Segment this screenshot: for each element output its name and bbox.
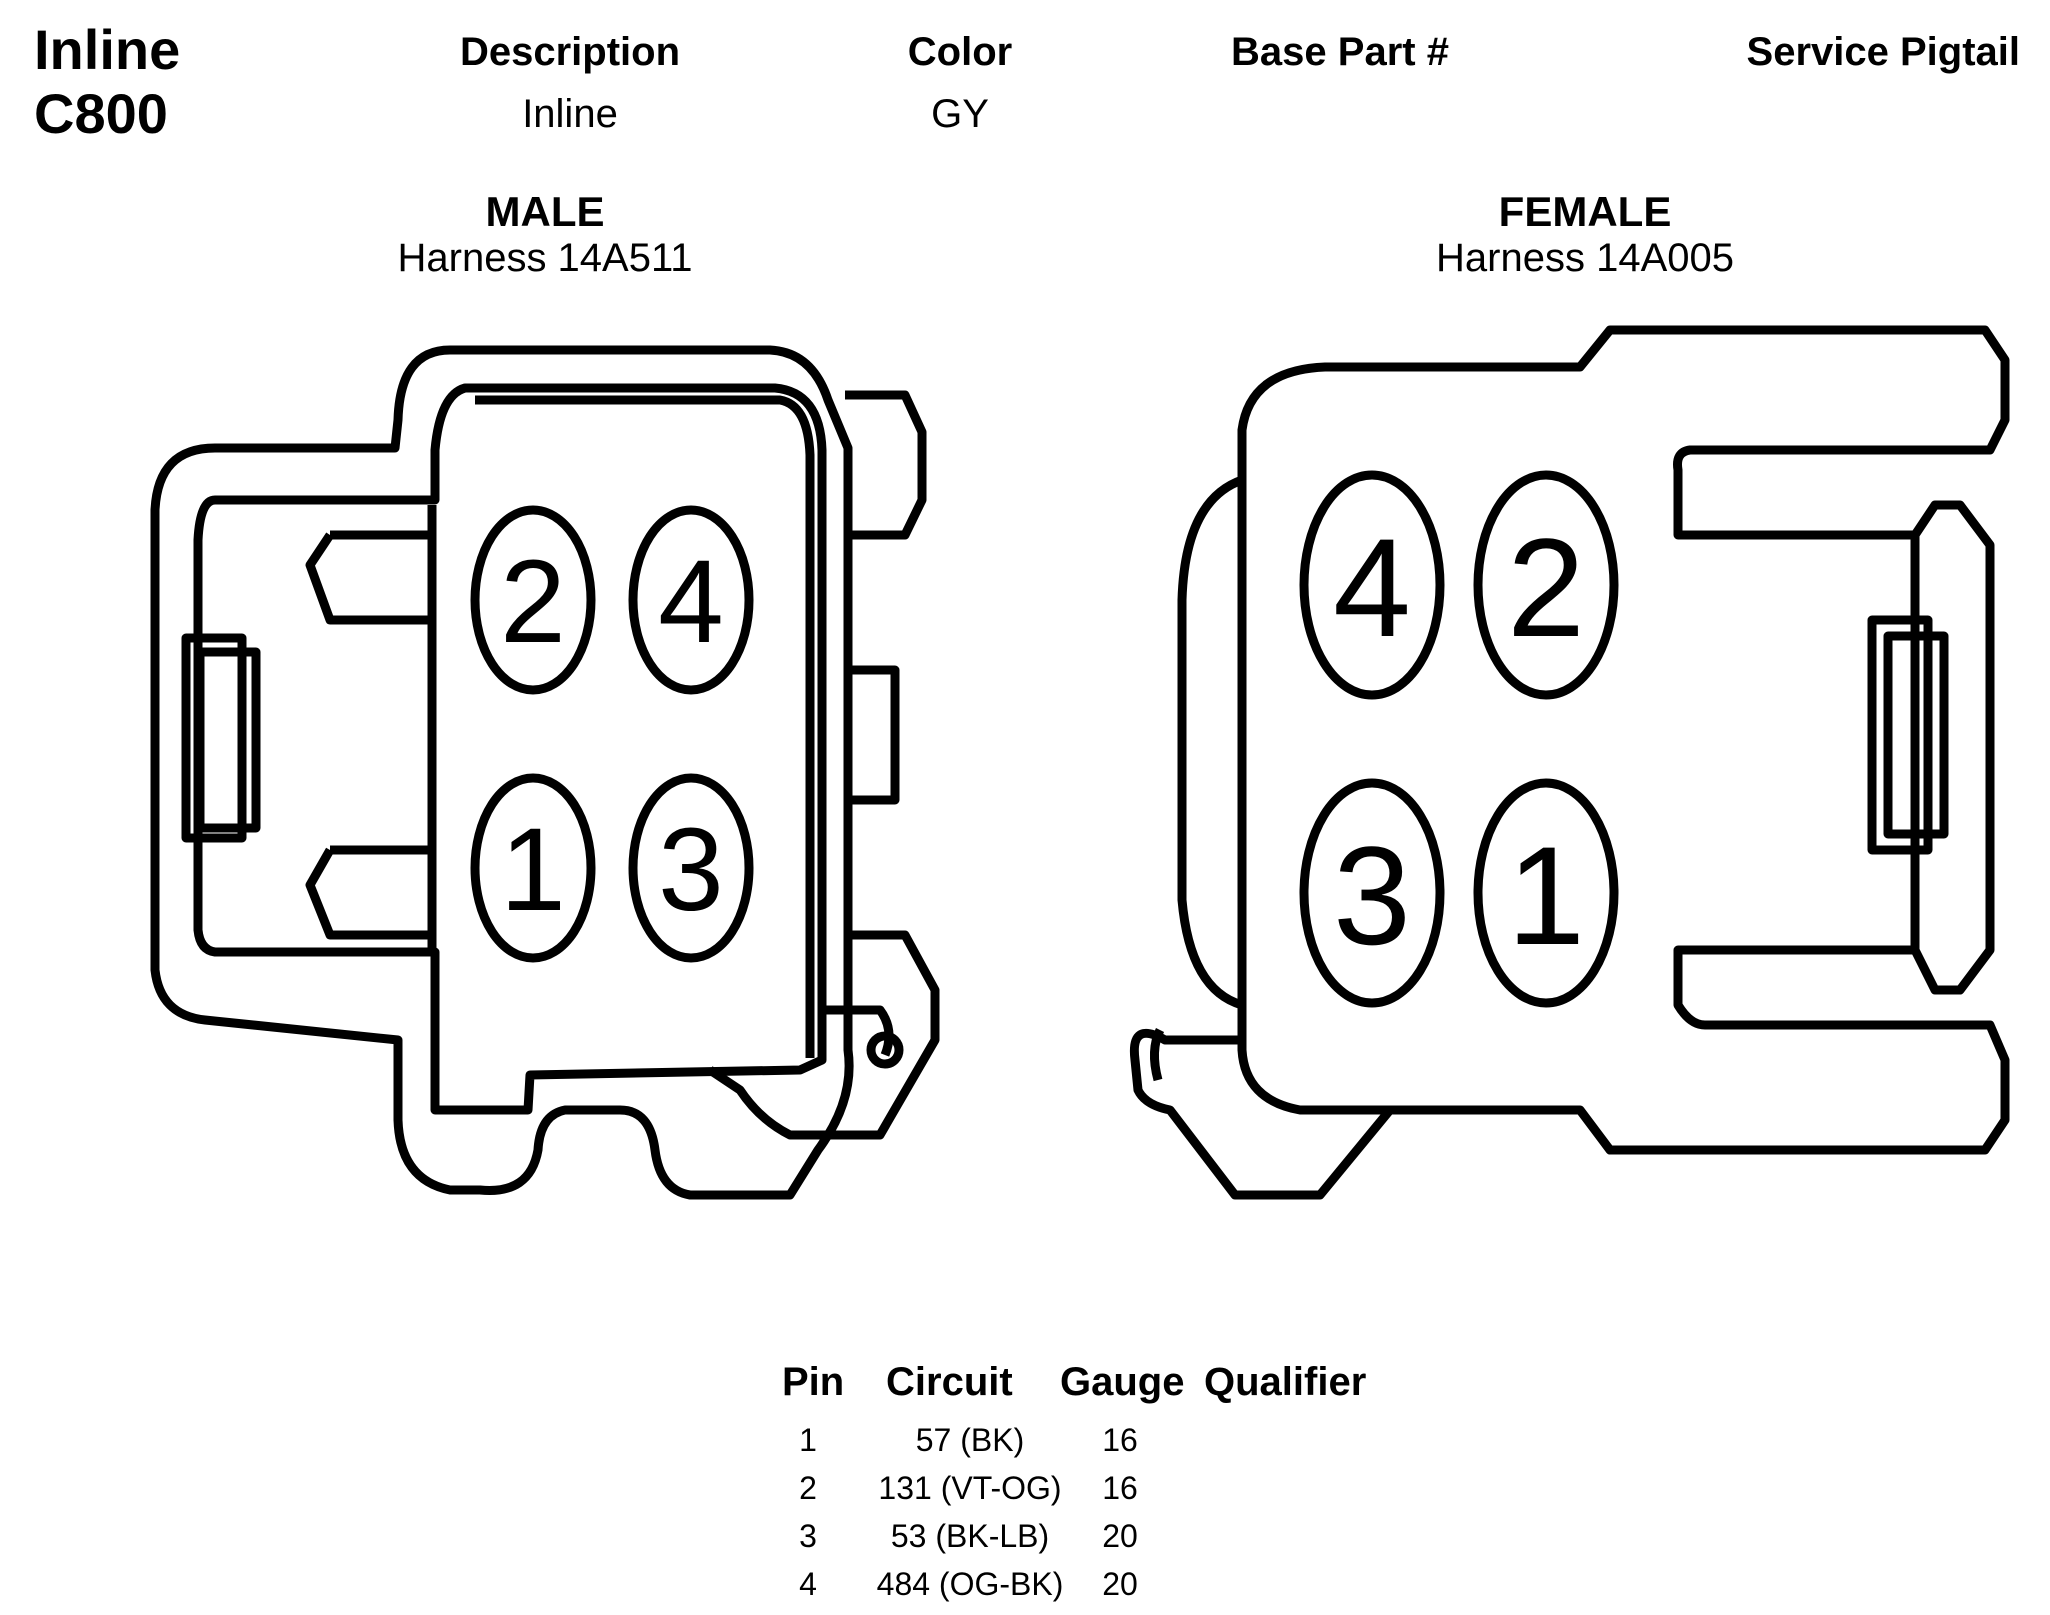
color-value: GY — [931, 92, 989, 136]
female-pin-2-cavity — [1473, 470, 1619, 700]
circuit-cell: 484 (OG-BK) — [876, 1566, 1064, 1602]
col-qualifier: Qualifier — [1204, 1360, 1367, 1404]
service-pigtail-header: Service Pigtail — [1746, 30, 2020, 74]
male-pin-label: 4 — [658, 536, 724, 668]
color-header: Color — [907, 30, 1013, 74]
female-pin-label: 2 — [1507, 509, 1585, 666]
col-pin: Pin — [782, 1360, 845, 1404]
male-connector-body — [150, 345, 940, 1200]
gauge-cell: 20 — [1102, 1518, 1138, 1554]
female-pin-label: 4 — [1333, 509, 1411, 666]
pin-cell: 1 — [799, 1422, 817, 1458]
description-value: Inline — [522, 92, 618, 136]
female-pin-label: 1 — [1507, 817, 1585, 974]
col-gauge: Gauge — [1060, 1360, 1185, 1404]
male-pin-2-cavity — [470, 505, 596, 695]
male-title: MALE — [485, 188, 605, 235]
gauge-cell: 16 — [1102, 1422, 1138, 1458]
male-pin-1-cavity — [470, 773, 596, 963]
male-pin-label: 3 — [658, 804, 724, 936]
gauge-cell: 16 — [1102, 1470, 1138, 1506]
female-pin-label: 3 — [1333, 817, 1411, 974]
connector-title: Inline C800 — [34, 18, 180, 146]
pin-table: Pin Circuit Gauge Qualifier 1 57 (BK) 16… — [770, 1360, 1390, 1614]
gauge-cell: 20 — [1102, 1566, 1138, 1602]
male-pin-cavities — [470, 505, 754, 963]
pin-cell: 2 — [799, 1470, 817, 1506]
pin-cell: 3 — [799, 1518, 817, 1554]
connector-type: Inline — [34, 18, 181, 81]
male-pin-labels: 2 4 1 3 — [500, 536, 724, 936]
male-pin-label: 1 — [500, 804, 566, 936]
female-pin-labels: 4 2 3 1 — [1333, 509, 1585, 974]
pin-table-header: Pin Circuit Gauge Qualifier — [770, 1360, 1390, 1416]
table-row: 3 53 (BK-LB) 20 — [770, 1518, 1390, 1566]
table-row: 1 57 (BK) 16 — [770, 1422, 1390, 1470]
connector-id: C800 — [34, 82, 168, 145]
circuit-cell: 131 (VT-OG) — [878, 1470, 1062, 1506]
circuit-cell: 57 (BK) — [915, 1422, 1025, 1458]
pin-cell: 4 — [799, 1566, 817, 1602]
female-pin-4-cavity — [1299, 470, 1445, 700]
female-pin-3-cavity — [1299, 778, 1445, 1008]
col-circuit: Circuit — [886, 1360, 1013, 1404]
female-harness: Harness 14A005 — [1436, 236, 1734, 280]
description-header: Description — [459, 30, 681, 74]
male-pin-3-cavity — [628, 773, 754, 963]
circuit-cell: 53 (BK-LB) — [890, 1518, 1050, 1554]
female-pin-cavities — [1299, 470, 1619, 1008]
female-connector-body — [1129, 325, 2010, 1200]
base-part-header: Base Part # — [1231, 30, 1449, 74]
table-row: 4 484 (OG-BK) 20 — [770, 1566, 1390, 1614]
male-pin-label: 2 — [500, 536, 566, 668]
female-pin-1-cavity — [1473, 778, 1619, 1008]
male-harness: Harness 14A511 — [397, 236, 693, 280]
male-pin-4-cavity — [628, 505, 754, 695]
female-title: FEMALE — [1498, 188, 1672, 235]
table-row: 2 131 (VT-OG) 16 — [770, 1470, 1390, 1518]
